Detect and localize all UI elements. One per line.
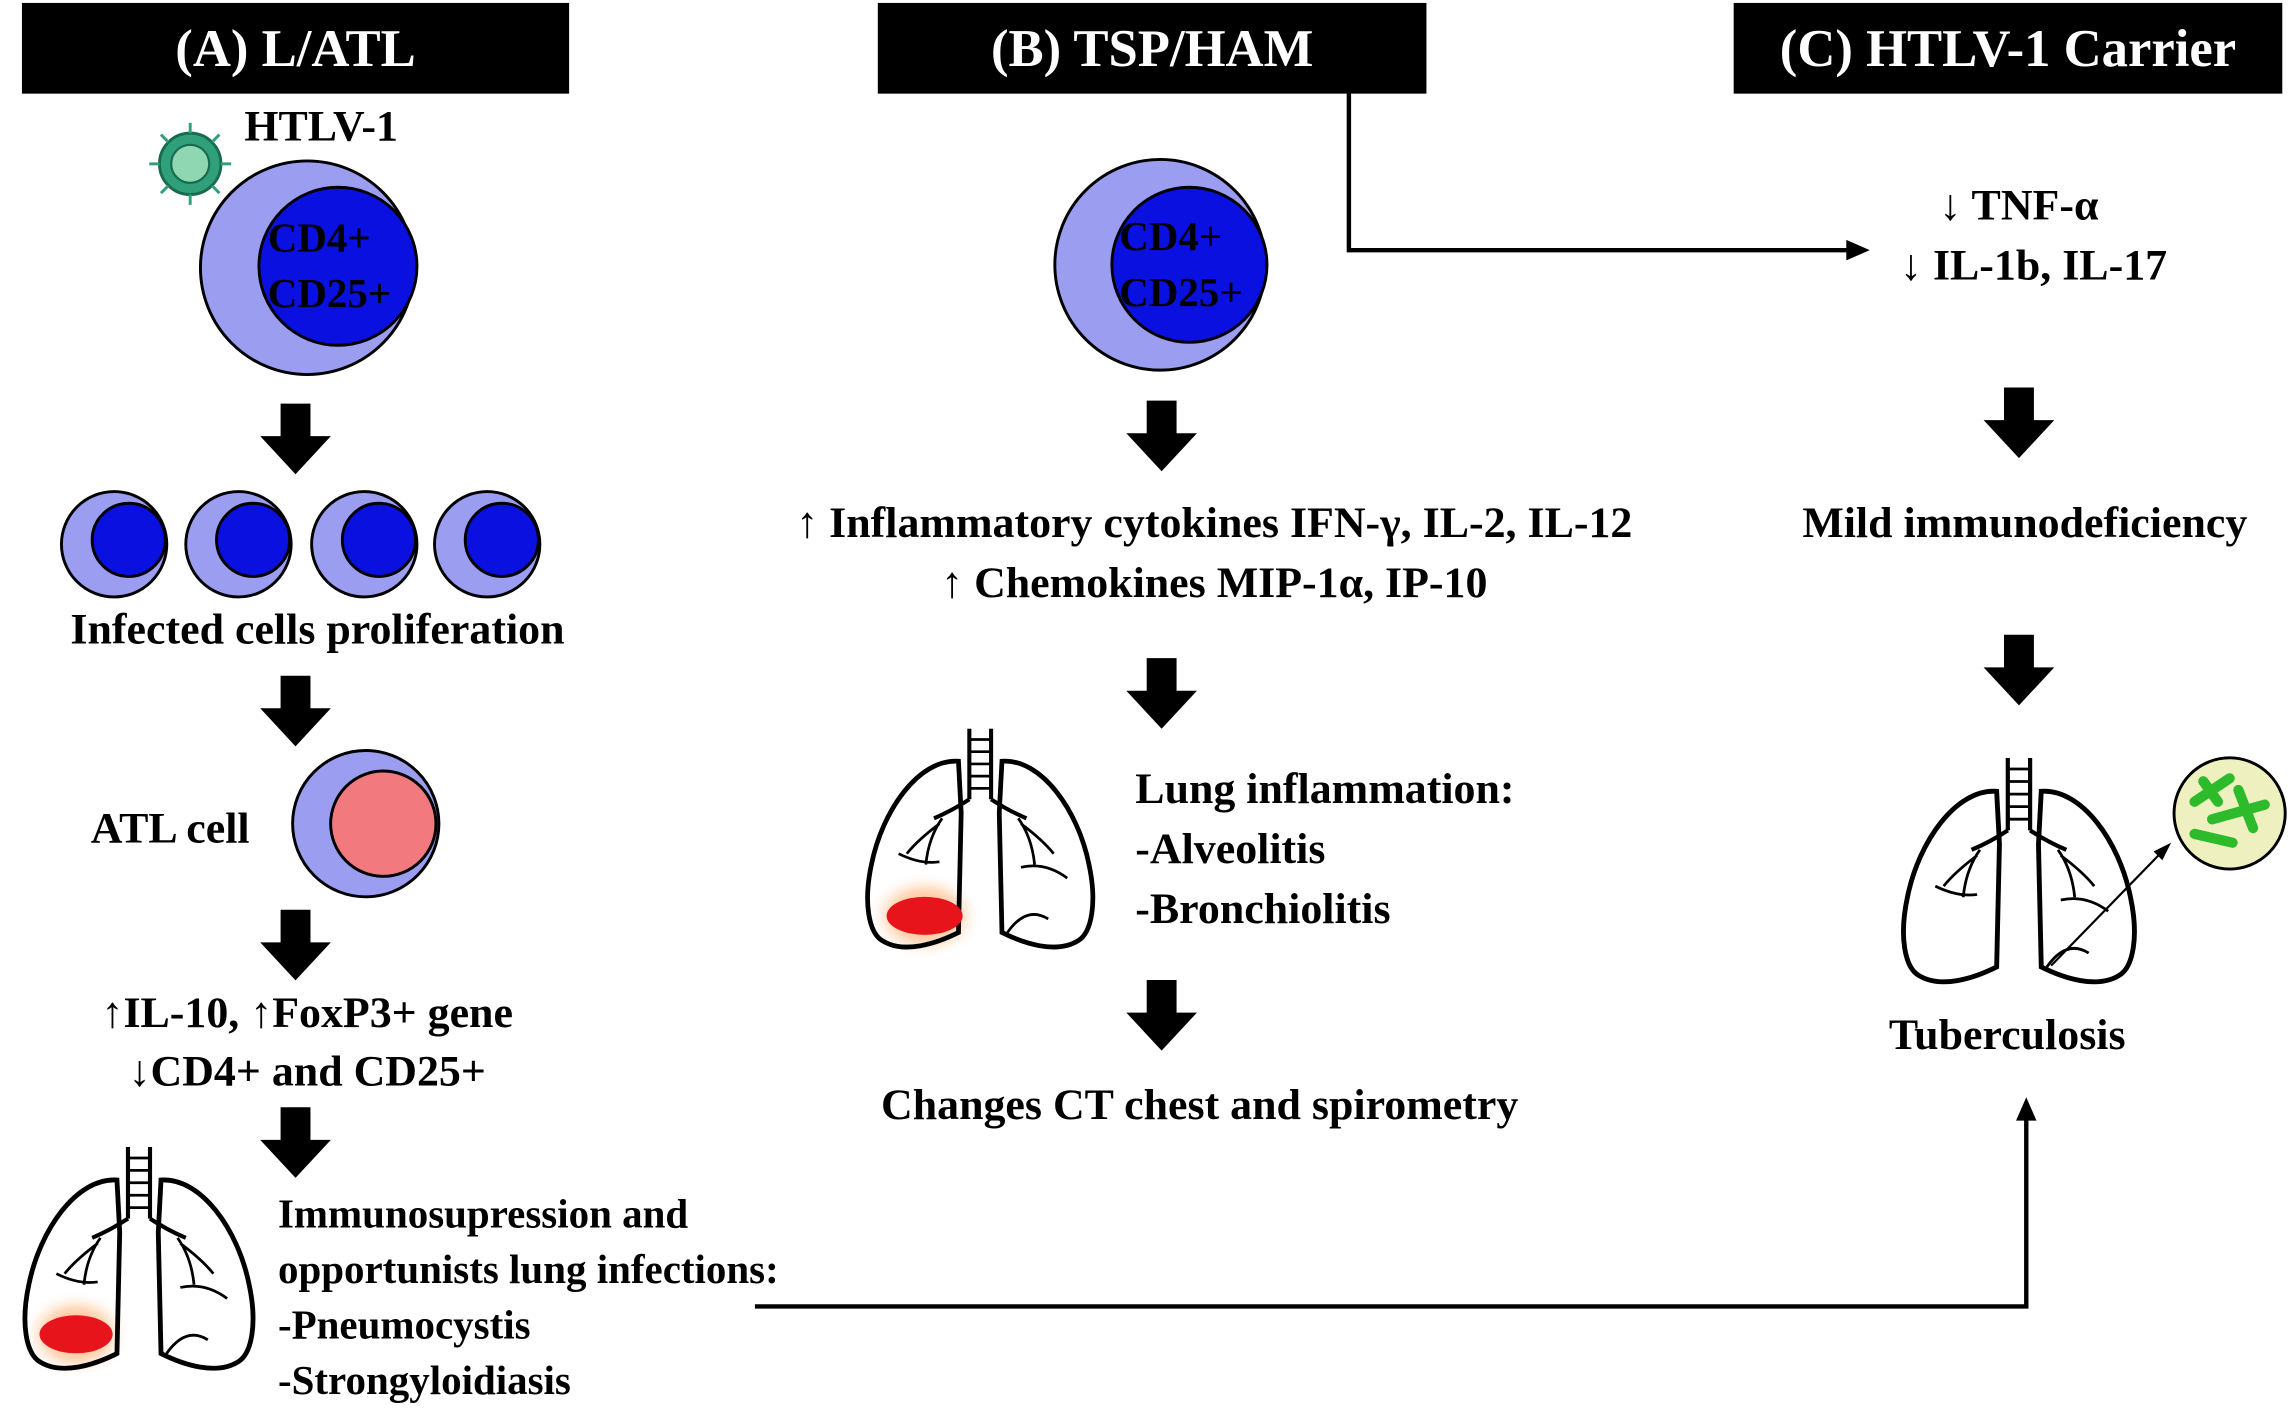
connector-b-to-c: [1346, 92, 1851, 253]
cell-b-marker-1: CD4+: [1119, 215, 1223, 261]
cytokine-line-1: ↑ Inflammatory cytokines IFN-γ, IL-2, IL…: [796, 498, 1633, 548]
gene-line-1: ↑IL-10, ↑FoxP3+ gene: [101, 988, 513, 1038]
header-panel-a: (A) L/ATL: [21, 2, 570, 94]
outcome-label: Changes CT chest and spirometry: [881, 1081, 1519, 1130]
disease-label: Tuberculosis: [1888, 1010, 2126, 1060]
carrier-cytokine-line-1: ↓ TNF-α: [1939, 181, 2099, 230]
connector-a-to-c-head: [2016, 1097, 2037, 1121]
arrow-a1: [260, 403, 331, 475]
cell-a-marker-2: CD25+: [267, 272, 392, 318]
arrow-c1: [1983, 387, 2055, 459]
virus-particle-icon: [149, 122, 232, 205]
arrow-a3: [260, 909, 331, 981]
infection-line-3: -Pneumocystis: [277, 1303, 531, 1349]
atl-cell: [291, 749, 441, 899]
proliferating-cells: [59, 490, 542, 599]
cell-a-marker-1: CD4+: [267, 216, 371, 262]
connector-a-to-c: [754, 1119, 2029, 1309]
lung-tuberculosis: [1903, 758, 2172, 982]
cell-b-marker-2: CD25+: [1119, 270, 1243, 317]
arrow-b2: [1126, 658, 1197, 729]
arrow-b3: [1126, 980, 1197, 1051]
header-panel-b: (B) TSP/HAM: [877, 2, 1427, 94]
infection-line-2: opportunists lung infections:: [277, 1247, 779, 1294]
arrow-b1: [1126, 400, 1197, 472]
header-panel-c: (C) HTLV-1 Carrier: [1733, 2, 2283, 94]
infection-line-4: -Strongyloidiasis: [277, 1359, 571, 1405]
lung-lesion-b: [866, 729, 1093, 960]
deficiency-label: Mild immunodeficiency: [1802, 498, 2248, 548]
atl-cell-label: ATL cell: [90, 804, 250, 853]
connector-b-to-c-head: [1846, 239, 1870, 261]
cd4-cd25-cell-a: [198, 159, 419, 376]
proliferation-label: Infected cells proliferation: [70, 605, 565, 654]
carrier-cytokine-line-2: ↓ IL-1b, IL-17: [1900, 241, 2168, 290]
cd4-cd25-cell-b: [1053, 158, 1269, 372]
inflammation-line-2: -Alveolitis: [1135, 825, 1326, 874]
inflammation-line-1: Lung inflammation:: [1135, 765, 1515, 814]
arrow-a4: [260, 1107, 331, 1178]
virus-label: HTLV-1: [244, 102, 398, 151]
infection-line-1: Immunosupression and: [277, 1192, 689, 1238]
cytokine-line-2: ↑ Chemokines MIP-1α, IP-10: [941, 558, 1488, 608]
bacteria-icon: [2172, 756, 2287, 871]
inflammation-line-3: -Bronchiolitis: [1135, 885, 1391, 934]
lung-lesion-a: [20, 1147, 253, 1379]
gene-line-2: ↓CD4+ and CD25+: [128, 1047, 486, 1096]
arrow-a2: [260, 675, 331, 747]
arrow-c2: [1983, 634, 2055, 706]
